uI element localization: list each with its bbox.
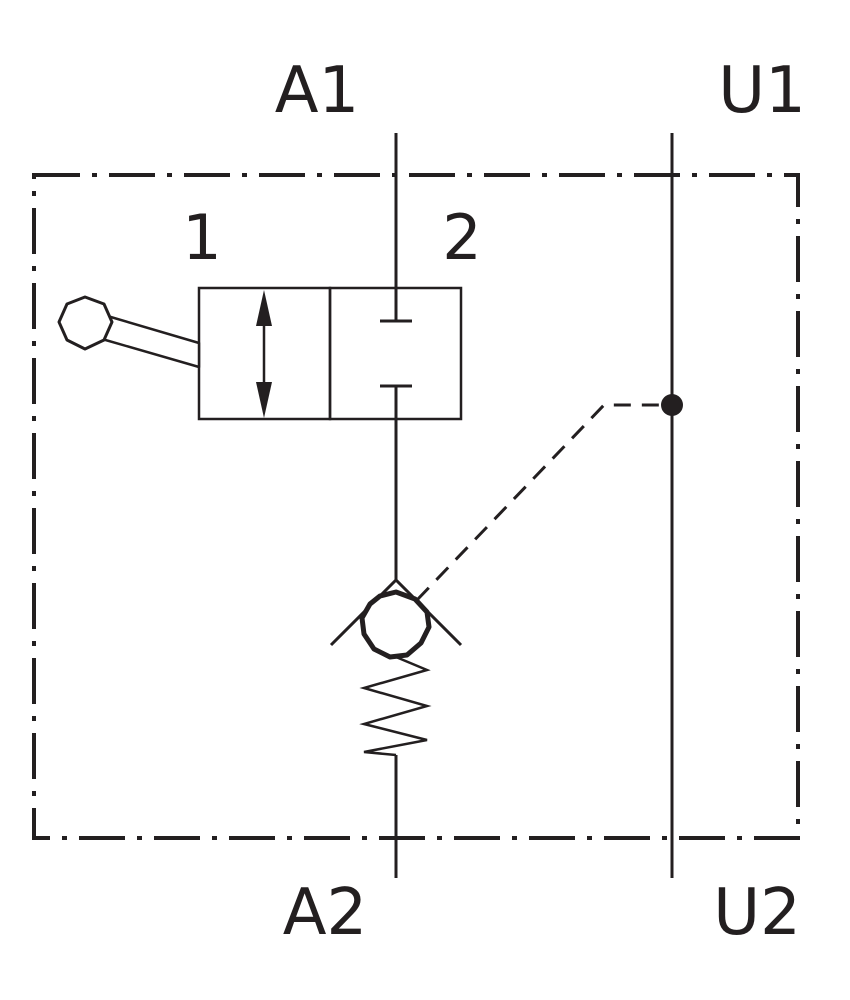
port-label-a2: A2 xyxy=(283,876,368,950)
flow-arrow-icon xyxy=(256,290,272,418)
pilot-line xyxy=(415,403,672,602)
blocked-port-icon xyxy=(380,319,412,388)
valve-position-2-box xyxy=(328,286,463,421)
lever-handle-icon xyxy=(57,295,201,369)
position-label-2: 2 xyxy=(442,201,481,274)
junction-dot-icon xyxy=(661,394,683,416)
port-label-u1: U1 xyxy=(718,54,806,128)
check-valve-ball-icon xyxy=(359,589,432,660)
port-label-a1: A1 xyxy=(275,54,360,128)
port-label-u2: U2 xyxy=(713,876,801,950)
spring-icon xyxy=(359,655,432,757)
enclosure-boundary xyxy=(32,173,800,840)
check-valve-seat xyxy=(329,577,463,647)
position-label-1: 1 xyxy=(182,201,221,274)
